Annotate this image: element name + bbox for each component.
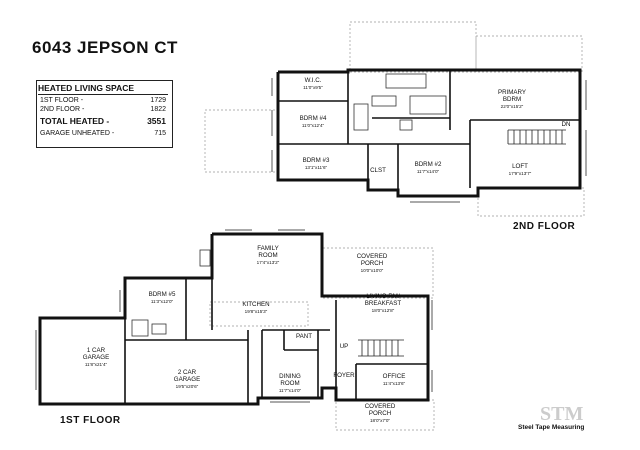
- area-row-garage: GARAGE UNHEATED - 715: [40, 130, 166, 137]
- room-name: BDRM #2: [415, 161, 442, 168]
- first-floor-fixtures: [131, 249, 211, 337]
- area-row-value: 715: [154, 130, 166, 137]
- room-name: BDRM: [503, 96, 521, 103]
- room-dimensions: 11'3"x12'0": [151, 299, 174, 304]
- area-row-label: 2ND FLOOR -: [40, 106, 85, 113]
- shower: [131, 319, 149, 337]
- room-name: ROOM: [280, 380, 299, 387]
- room-dimensions: 22'0"x15'2": [501, 104, 524, 109]
- area-row-label: 1ST FLOOR -: [40, 97, 84, 104]
- brand-name: Steel Tape Measuring: [518, 424, 585, 431]
- room-name: LIVING RM/: [366, 293, 400, 300]
- room-name: FAMILY: [257, 245, 279, 252]
- room-name: FOYER: [333, 372, 355, 379]
- room-dimensions: 19'5"x20'6": [176, 384, 199, 389]
- room-dimensions: 17'9"x13'7": [509, 171, 532, 176]
- room-dimensions: 11'0"x12'4": [302, 123, 325, 128]
- area-row-label: GARAGE UNHEATED -: [40, 130, 115, 137]
- bathtub: [385, 73, 427, 89]
- room-dimensions: 13'1"x11'6": [305, 165, 328, 170]
- room-dimensions: 11'0"x9'5": [303, 85, 323, 90]
- room-name: PORCH: [369, 410, 391, 417]
- room-name: W.I.C.: [305, 77, 322, 84]
- room-dimensions: 11'7"x14'0": [417, 169, 440, 174]
- bath-fixtures: [353, 73, 447, 131]
- room-name: DINING: [279, 373, 301, 380]
- room-name: PORCH: [361, 260, 383, 267]
- stairs-1st: [358, 339, 404, 357]
- area-row-1st: 1ST FLOOR - 1729: [40, 97, 166, 104]
- roof-outline: [475, 35, 583, 73]
- area-row-label: TOTAL HEATED -: [40, 116, 110, 126]
- room-name: 2 CAR: [178, 369, 197, 376]
- area-table: [36, 80, 173, 148]
- room-name: GARAGE: [174, 376, 200, 383]
- fireplace: [199, 249, 211, 267]
- room-dimensions: 18'0"x7'0": [370, 418, 390, 423]
- second-floor-partitions: [278, 70, 580, 190]
- windows-1st: [35, 229, 433, 403]
- second-floor-label: 2ND FLOOR: [513, 221, 576, 232]
- room-name: KITCHEN: [242, 301, 269, 308]
- room-name: BDRM #5: [149, 291, 176, 298]
- brand-logo: STM: [540, 403, 583, 425]
- vanity: [151, 323, 167, 335]
- area-row-value: 1729: [150, 97, 166, 104]
- room-name: COVERED: [357, 253, 388, 260]
- first-floor-walls: [38, 232, 430, 406]
- room-dimensions: 10'0"x10'0": [361, 268, 384, 273]
- page-title: 6043 JEPSON CT: [32, 38, 178, 57]
- room-name: CLST: [370, 167, 386, 174]
- stairs-2nd: [507, 129, 566, 145]
- toilet: [399, 119, 413, 131]
- vanity: [409, 95, 447, 115]
- room-dimensions: 11'4"x13'6": [383, 381, 406, 386]
- area-row-value: 3551: [147, 116, 166, 126]
- room-name: DN: [562, 121, 571, 128]
- area-row-total: TOTAL HEATED - 3551: [40, 116, 166, 126]
- kitchen-island-outline: [209, 301, 309, 327]
- room-name: PRIMARY: [498, 89, 526, 96]
- second-floor-walls: [276, 68, 582, 198]
- roof-outline: [477, 187, 585, 217]
- room-name: COVERED: [365, 403, 396, 410]
- roof-outline: [349, 21, 477, 73]
- room-name: BREAKFAST: [365, 300, 402, 307]
- first-floor-label: 1ST FLOOR: [60, 415, 121, 426]
- vanity: [371, 95, 397, 107]
- windows-2nd: [271, 78, 587, 203]
- second-floor-outline: [276, 68, 582, 198]
- vanity: [353, 103, 369, 131]
- room-name: GARAGE: [83, 354, 109, 361]
- first-floor-partitions: [124, 278, 428, 404]
- room-name: 1 CAR: [87, 347, 106, 354]
- area-row-value: 1822: [150, 106, 166, 113]
- area-table-rule: [38, 94, 168, 95]
- room-name: LOFT: [512, 163, 528, 170]
- room-name: OFFICE: [383, 373, 406, 380]
- room-name: BDRM #4: [300, 115, 327, 122]
- roof-outline: [204, 109, 278, 173]
- first-floor-outline: [38, 232, 430, 406]
- room-name: BDRM #3: [303, 157, 330, 164]
- room-name: UP: [340, 343, 349, 350]
- room-dimensions: 18'0"x12'8": [372, 308, 395, 313]
- room-dimensions: 19'8"x15'3": [245, 309, 268, 314]
- room-name: PANT: [296, 333, 312, 340]
- room-dimensions: 11'7"x14'0": [279, 388, 302, 393]
- room-dimensions: 11'8"x21'4": [85, 362, 108, 367]
- room-dimensions: 17'4"x13'2": [257, 260, 280, 265]
- area-table-heading: HEATED LIVING SPACE: [38, 83, 135, 93]
- room-name: ROOM: [258, 252, 277, 259]
- brand-logo-mark: STM: [540, 403, 583, 425]
- area-row-2nd: 2ND FLOOR - 1822: [40, 106, 166, 113]
